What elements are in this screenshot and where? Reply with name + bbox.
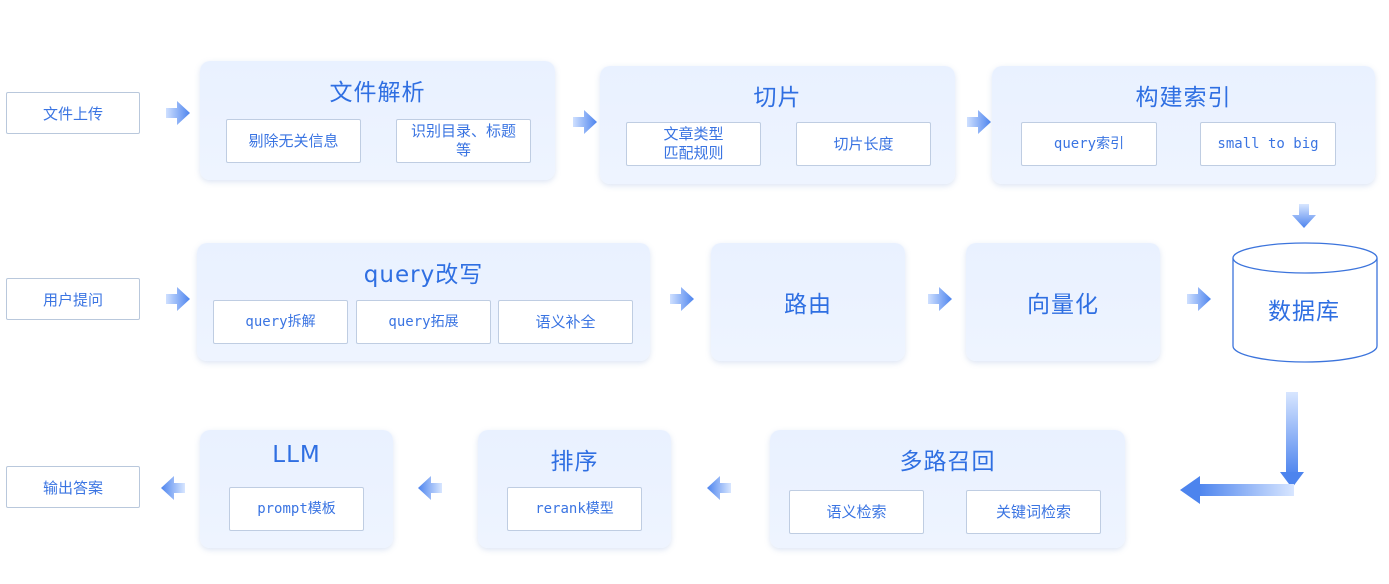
chunk-length-box: 切片长度 (796, 122, 931, 166)
build-index-panel: 构建索引 query索引 small to big (992, 66, 1375, 184)
doc-type-rule-box: 文章类型 匹配规则 (626, 122, 761, 166)
semantic-complete-box: 语义补全 (498, 300, 633, 344)
rank-title: 排序 (550, 449, 599, 475)
file-upload-label: 文件上传 (42, 104, 103, 123)
chunk-panel: 切片 文章类型 匹配规则 切片长度 (600, 66, 955, 184)
vectorize-panel: 向量化 (966, 243, 1160, 361)
arrow-right-icon (166, 101, 190, 125)
multi-recall-title: 多路召回 (899, 449, 996, 475)
output-answer-node: 输出答案 (6, 466, 140, 508)
route-label: 路由 (784, 292, 832, 318)
arrow-right-icon (166, 287, 190, 311)
llm-title: LLM (272, 442, 321, 468)
database-label: 数据库 (1268, 299, 1340, 325)
file-upload-node: 文件上传 (6, 92, 140, 134)
arrow-right-icon (1187, 287, 1211, 311)
arrow-right-icon (670, 287, 694, 311)
keyword-search-box: 关键词检索 (966, 490, 1101, 534)
query-split-box: query拆解 (213, 300, 348, 344)
query-rewrite-title: query改写 (363, 262, 484, 288)
file-parse-title: 文件解析 (329, 80, 426, 106)
query-expand-box: query拓展 (356, 300, 491, 344)
rank-panel: 排序 rerank模型 (478, 430, 671, 548)
semantic-search-box: 语义检索 (789, 490, 924, 534)
file-parse-panel: 文件解析 剔除无关信息 识别目录、标题 等 (200, 61, 555, 180)
identify-toc-box: 识别目录、标题 等 (396, 119, 531, 163)
route-panel: 路由 (711, 243, 905, 361)
database-cylinder-icon (1232, 242, 1378, 363)
user-question-label: 用户提问 (42, 290, 103, 309)
arrow-right-icon (573, 110, 597, 134)
query-rewrite-panel: query改写 query拆解 query拓展 语义补全 (197, 243, 650, 361)
llm-panel: LLM prompt模板 (200, 430, 393, 548)
chunk-title: 切片 (753, 85, 802, 111)
arrow-left-icon (161, 476, 185, 500)
arrow-left-icon (707, 476, 731, 500)
prompt-template-box: prompt模板 (229, 487, 364, 531)
arrow-down-icon (1292, 204, 1316, 228)
query-index-box: query索引 (1021, 122, 1157, 166)
output-answer-label: 输出答案 (42, 478, 103, 497)
build-index-title: 构建索引 (1135, 85, 1232, 111)
remove-irrelevant-box: 剔除无关信息 (226, 119, 361, 163)
arrow-right-icon (967, 110, 991, 134)
arrow-left-icon (418, 476, 442, 500)
vectorize-label: 向量化 (1027, 292, 1099, 318)
arrow-down-left-icon (1180, 392, 1304, 504)
small-to-big-box: small to big (1200, 122, 1336, 166)
multi-recall-panel: 多路召回 语义检索 关键词检索 (770, 430, 1125, 548)
rerank-model-box: rerank模型 (507, 487, 642, 531)
arrow-right-icon (928, 287, 952, 311)
user-question-node: 用户提问 (6, 278, 140, 320)
